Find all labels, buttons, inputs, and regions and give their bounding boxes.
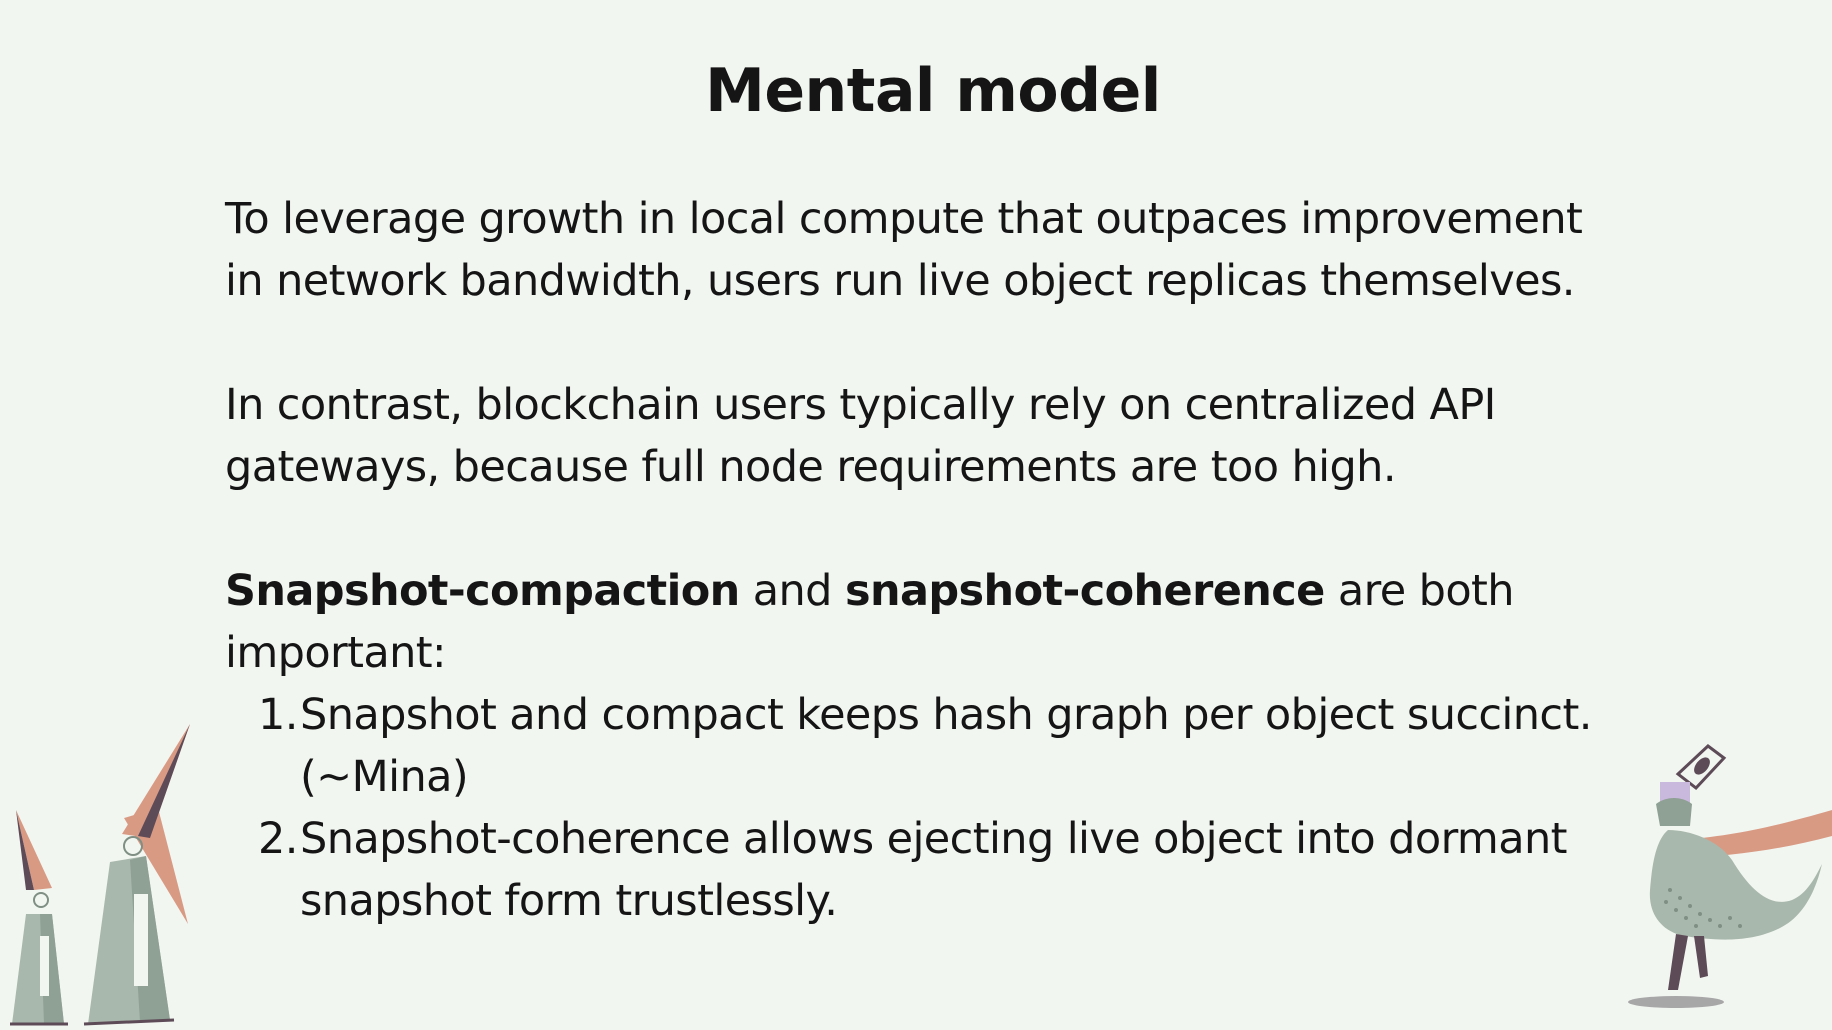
dancing-figure-illustration [1628,744,1832,1008]
list-item: 2. Snapshot-coherence allows ejecting li… [225,808,1625,932]
term-snapshot-compaction: Snapshot-compaction [225,566,740,616]
numbered-list: 1. Snapshot and compact keeps hash graph… [225,684,1625,932]
connector-text: and [739,566,845,616]
paragraph-blockchain-contrast: In contrast, blockchain users typically … [225,380,1496,492]
list-number: 1. [258,690,298,740]
list-item-text: Snapshot and compact keeps hash graph pe… [300,690,1592,802]
paragraph-rest: are both important: [225,566,1515,678]
cone-hat-figures-illustration [10,724,190,1026]
list-number: 2. [258,814,298,864]
paragraph-local-compute: To leverage growth in local compute that… [225,194,1583,306]
term-snapshot-coherence: snapshot-coherence [844,566,1325,616]
slide-title: Mental model [705,56,1161,126]
slide-body: To leverage growth in local compute that… [225,188,1625,932]
list-item-text: Snapshot-coherence allows ejecting live … [300,814,1567,926]
paragraph-snapshot-importance: Snapshot-compaction and snapshot-coheren… [225,560,1625,684]
list-item: 1. Snapshot and compact keeps hash graph… [225,684,1625,808]
